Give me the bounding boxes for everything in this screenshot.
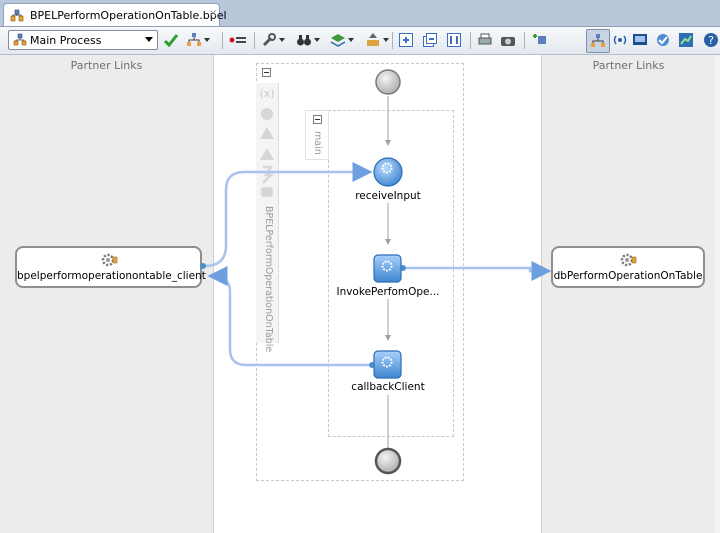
collapse-button[interactable] [422, 31, 438, 49]
bpel-view-button[interactable] [586, 29, 610, 53]
bpel-view-icon [591, 34, 605, 47]
checkmark-icon [163, 34, 179, 48]
designer-toolbar: Main Process [0, 27, 720, 55]
zoom-fit-icon [447, 33, 461, 47]
chart-icon [679, 33, 693, 47]
monitor-icon [633, 34, 647, 45]
sequence-main [328, 110, 454, 437]
chart-button[interactable] [678, 31, 694, 49]
print-button[interactable] [477, 31, 493, 49]
svg-text:?: ? [708, 34, 714, 47]
gear-icon [381, 162, 393, 174]
validate-button[interactable] [163, 31, 179, 49]
add-node-icon [533, 34, 546, 44]
process-select[interactable]: Main Process [8, 30, 158, 50]
broadcast-button[interactable] [611, 31, 629, 49]
scope-handlers-icons: (x) [259, 87, 275, 197]
invoke-activity-label: InvokePerfomOpe... [336, 286, 440, 298]
binoculars-icon [297, 35, 311, 46]
chevron-down-icon [145, 37, 153, 42]
layers-icon [330, 34, 346, 47]
tab-close-icon[interactable]: × [209, 8, 218, 19]
left-lane-title: Partner Links [70, 59, 143, 72]
deploy-icon [367, 33, 379, 46]
invoke-activity-node[interactable] [373, 254, 402, 283]
tab-bpel-file[interactable]: BPELPerformOperationOnTable.bpel × [3, 3, 227, 26]
process-icon [13, 33, 27, 46]
callback-activity-node[interactable] [373, 350, 402, 379]
right-lane-title: Partner Links [592, 59, 665, 72]
process-scope-strip: (x) [256, 83, 279, 343]
invoke-wire [405, 261, 552, 281]
hierarchy-button[interactable] [186, 31, 210, 49]
help-icon: ? [704, 33, 718, 47]
right-partner-lane: Partner Links [541, 55, 715, 533]
print-icon [478, 33, 492, 45]
gear-icon [381, 356, 393, 368]
collapse-icon [423, 33, 437, 47]
fit-button[interactable] [446, 31, 462, 49]
list-button[interactable] [229, 31, 247, 49]
camera-icon [501, 37, 515, 46]
process-end-node[interactable] [374, 447, 402, 475]
editor-tab-bar: BPELPerformOperationOnTable.bpel × [0, 0, 720, 27]
vertical-scrollbar[interactable] [714, 55, 720, 533]
help-button[interactable]: ? [703, 31, 719, 49]
gear-icon [381, 260, 393, 272]
bpel-design-canvas[interactable]: Partner Links Partner Links (x) BPELPerf… [0, 55, 720, 533]
left-partner-lane: Partner Links [0, 55, 214, 533]
process-start-node[interactable] [375, 69, 401, 95]
add-partner-button[interactable] [532, 31, 550, 49]
layers-button[interactable] [330, 31, 354, 49]
process-collapse-toggle[interactable] [262, 68, 271, 77]
camera-button[interactable] [500, 31, 516, 49]
hierarchy-icon [187, 33, 201, 46]
svg-text:(x): (x) [259, 87, 274, 100]
sequence-collapse-toggle[interactable] [313, 115, 322, 124]
receive-wire [204, 162, 373, 268]
wrench-button[interactable] [261, 31, 285, 49]
broadcast-icon [613, 35, 627, 45]
tab-title: BPELPerformOperationOnTable.bpel [30, 9, 227, 22]
sensor-icon [657, 34, 669, 46]
bullet-list-icon [229, 37, 246, 43]
callback-wire [207, 266, 372, 367]
receive-activity-label: receiveInput [355, 190, 421, 202]
service-gear-icon [620, 253, 637, 267]
expand-button[interactable] [398, 31, 414, 49]
wrench-icon [262, 33, 276, 47]
partner-link-client[interactable]: bpelperformoperationontable_client [15, 246, 206, 288]
sensor-button[interactable] [655, 31, 671, 49]
client-endpoint-dot [200, 263, 206, 269]
partner-link-db-label: dbPerformOperationOnTable [553, 270, 703, 282]
process-select-value: Main Process [30, 34, 102, 47]
callback-activity-label: callbackClient [351, 381, 425, 393]
find-button[interactable] [296, 31, 320, 49]
service-gear-icon [101, 253, 117, 267]
receive-activity-node[interactable] [373, 157, 403, 187]
bpel-file-icon [10, 9, 24, 22]
monitor-button[interactable] [632, 31, 648, 49]
partner-link-client-label: bpelperformoperationontable_client [17, 270, 206, 282]
deploy-button[interactable] [365, 31, 389, 49]
flow-connectors [200, 69, 552, 475]
expand-icon [399, 33, 413, 47]
partner-link-db[interactable]: dbPerformOperationOnTable [551, 246, 705, 288]
